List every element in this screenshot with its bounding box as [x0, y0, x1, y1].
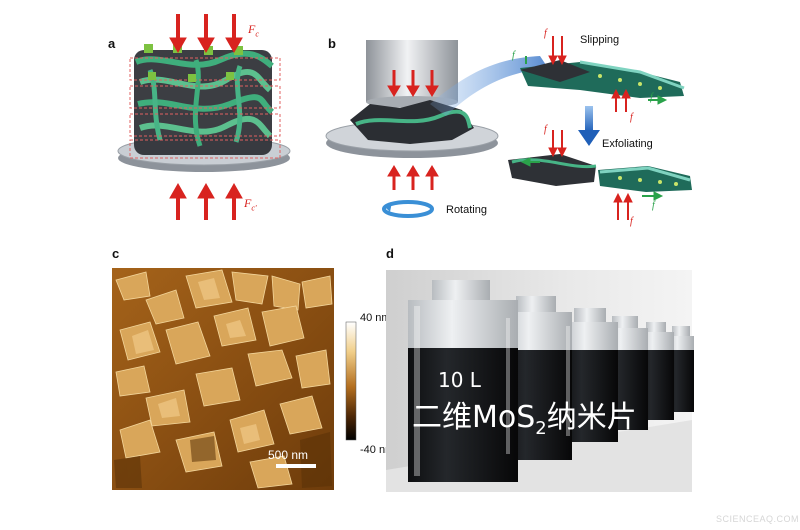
- scalebar-label: 500 nm: [268, 448, 309, 462]
- force-f-4: f: [630, 112, 633, 123]
- colorbar-min-label: -40 nm: [360, 444, 395, 456]
- force-f-6: f: [652, 200, 655, 211]
- panel-c-letter: c: [112, 246, 120, 261]
- panel-b-letter: b: [328, 36, 336, 51]
- force-f-1: f: [544, 28, 547, 39]
- force-f-5: f: [544, 124, 547, 135]
- force-f-2: f: [512, 50, 515, 61]
- mos2-caption: 二维MoS2纳米片: [412, 400, 637, 439]
- force-f-7: f: [630, 216, 633, 227]
- panel-a-letter: a: [108, 36, 116, 51]
- exfoliating-label: Exfoliating: [602, 138, 653, 150]
- force-f-3: f: [650, 92, 653, 103]
- panel-d-letter: d: [386, 246, 394, 261]
- slipping-label: Slipping: [580, 34, 620, 46]
- force-top-label: Fc: [248, 22, 259, 39]
- force-bottom-label: Fc': [244, 196, 257, 213]
- volume-label: 10 L: [438, 368, 481, 392]
- rotating-label: Rotating: [446, 204, 487, 216]
- colorbar-max-label: 40 nm: [360, 312, 391, 324]
- watermark: SCIENCEAQ.COM: [716, 514, 800, 524]
